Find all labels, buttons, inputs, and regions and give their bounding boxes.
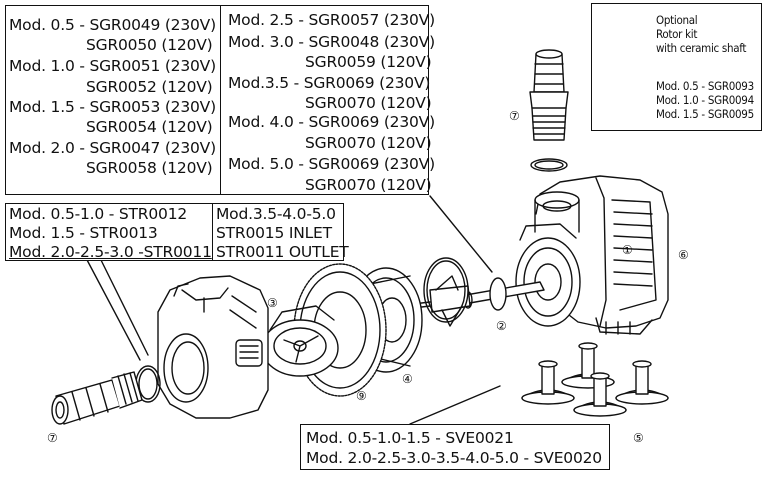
sgr-left-6: Mod. 2.0 - SGR0047 (230V) [9, 139, 216, 157]
str-left-2: Mod. 2.0-2.5-3.0 -STR0011 [9, 243, 212, 261]
callout-7-bottom: ⑦ [47, 431, 58, 445]
flow-adjuster [261, 305, 339, 377]
rotor-kit-model-1: Mod. 1.0 - SGR0094 [656, 93, 754, 107]
sgr-model-table [5, 5, 429, 195]
callout-6: ⑥ [678, 248, 689, 262]
sgr-left-3: SGR0052 (120V) [86, 78, 213, 96]
leader-line-sve [409, 385, 501, 425]
str-left-0: Mod. 0.5-1.0 - STR0012 [9, 205, 188, 223]
str-right-0: Mod.3.5-4.0-5.0 [216, 205, 336, 223]
sgr-left-4: Mod. 1.5 - SGR0053 (230V) [9, 98, 216, 116]
rotor-kit-model-0: Mod. 0.5 - SGR0093 [656, 79, 754, 93]
sgr-right-7: Mod. 5.0 - SGR0069 (230V) [228, 155, 435, 173]
leader-line-rotor [429, 195, 493, 273]
motor-housing [515, 175, 669, 335]
callout-3: ③ [267, 296, 278, 310]
sgr-right-0: Mod. 2.5 - SGR0057 (230V) [228, 11, 435, 29]
sgr-right-3: Mod.3.5 - SGR0069 (230V) [228, 74, 431, 92]
sve-0: Mod. 0.5-1.0-1.5 - SVE0021 [306, 429, 514, 447]
sgr-right-6: SGR0070 (120V) [305, 134, 432, 152]
rotor-kit-title-2: with ceramic shaft [656, 41, 747, 55]
callout-7-top: ⑦ [509, 109, 520, 123]
sgr-table-divider [220, 5, 221, 195]
rotor-kit-box [591, 3, 762, 131]
o-ring [423, 257, 469, 323]
sgr-right-2: SGR0059 (120V) [305, 53, 432, 71]
sgr-left-7: SGR0058 (120V) [86, 159, 213, 177]
sgr-right-5: Mod. 4.0 - SGR0069 (230V) [228, 113, 435, 131]
callout-1: ① [622, 243, 633, 257]
sgr-right-1: Mod. 3.0 - SGR0048 (230V) [228, 33, 435, 51]
rotor-kit-title-1: Rotor kit [656, 27, 698, 41]
hose-tail-outlet [529, 49, 569, 172]
callout-4: ④ [402, 372, 413, 386]
str-right-box [212, 203, 344, 261]
callout-5: ⑤ [633, 431, 644, 445]
sve-box [300, 424, 610, 470]
sgr-right-8: SGR0070 (120V) [305, 176, 432, 194]
sgr-left-1: SGR0050 (120V) [86, 36, 213, 54]
callout-2: ② [496, 319, 507, 333]
str-left-1: Mod. 1.5 - STR0013 [9, 224, 158, 242]
rotor-kit-model-2: Mod. 1.5 - SGR0095 [656, 107, 754, 121]
sgr-left-0: Mod. 0.5 - SGR0049 (230V) [9, 16, 216, 34]
rotor-kit-title-0: Optional [656, 13, 698, 27]
str-right-2: STR0011 OUTLET [216, 243, 349, 261]
sgr-left-5: SGR0054 (120V) [86, 118, 213, 136]
str-right-1: STR0015 INLET [216, 224, 332, 242]
front-cover [157, 275, 269, 419]
sve-1: Mod. 2.0-2.5-3.0-3.5-4.0-5.0 - SVE0020 [306, 449, 602, 467]
str-left-box [5, 203, 213, 261]
sgr-left-2: Mod. 1.0 - SGR0051 (230V) [9, 57, 216, 75]
suction-cups [521, 342, 669, 417]
leader-line-str [85, 257, 141, 361]
callout-9: ⑨ [356, 389, 367, 403]
sgr-right-4: SGR0070 (120V) [305, 94, 432, 112]
hose-tail-inlet [51, 371, 143, 425]
